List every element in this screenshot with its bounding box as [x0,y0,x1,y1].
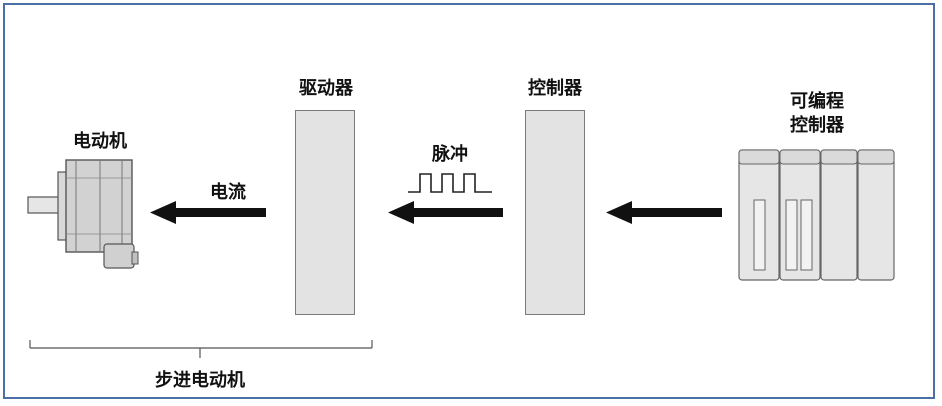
plc-module-rack [738,149,895,281]
motor-label: 电动机 [73,131,127,152]
pulse-label: 脉冲 [432,144,468,165]
controller-label: 控制器 [528,78,582,99]
driver-label: 驱动器 [299,78,353,99]
pulse-waveform-icon [408,173,492,193]
controller-block [525,110,585,315]
stepper-motor-icon [27,159,139,269]
arrow-plc-to-controller [606,201,722,224]
current-label: 电流 [210,182,246,203]
plc-label-line2: 控制器 [790,115,844,136]
plc-label: 可编程 控制器 [790,90,844,138]
arrow-driver-to-motor [150,201,266,224]
arrow-controller-to-driver [388,201,503,224]
plc-label-line1: 可编程 [790,91,844,112]
driver-block [295,110,355,315]
stepper-system-bracket [29,340,373,358]
stepper-system-label: 步进电动机 [155,370,245,391]
